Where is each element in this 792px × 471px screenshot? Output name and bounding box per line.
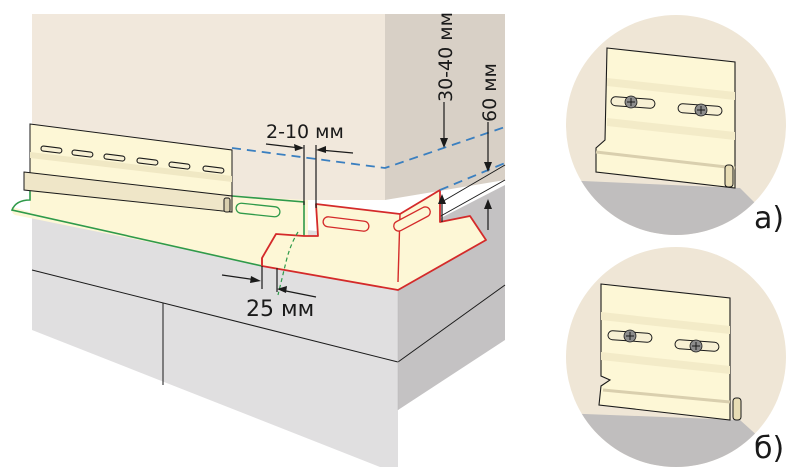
starter-strip-green <box>10 188 309 267</box>
detail-label-b: б) <box>754 431 784 466</box>
siding-panel <box>23 123 233 213</box>
dimension-overlap-label: 25 мм <box>246 297 314 322</box>
dimension-gap-label: 2-10 мм <box>266 121 344 143</box>
guide-lines <box>231 126 506 191</box>
dimension-upper-offset-label: 30-40 мм <box>435 12 457 102</box>
detail-circle-a <box>566 15 786 235</box>
wall-side-face <box>385 14 505 200</box>
screw-icon <box>623 329 637 343</box>
dimension-lower-offset-label: 60 мм <box>479 63 501 122</box>
screw-icon <box>694 103 708 117</box>
screw-icon <box>624 95 638 109</box>
screw-icon <box>689 339 703 353</box>
detail-label-a: а) <box>754 201 784 236</box>
dimension-markers <box>221 102 492 298</box>
